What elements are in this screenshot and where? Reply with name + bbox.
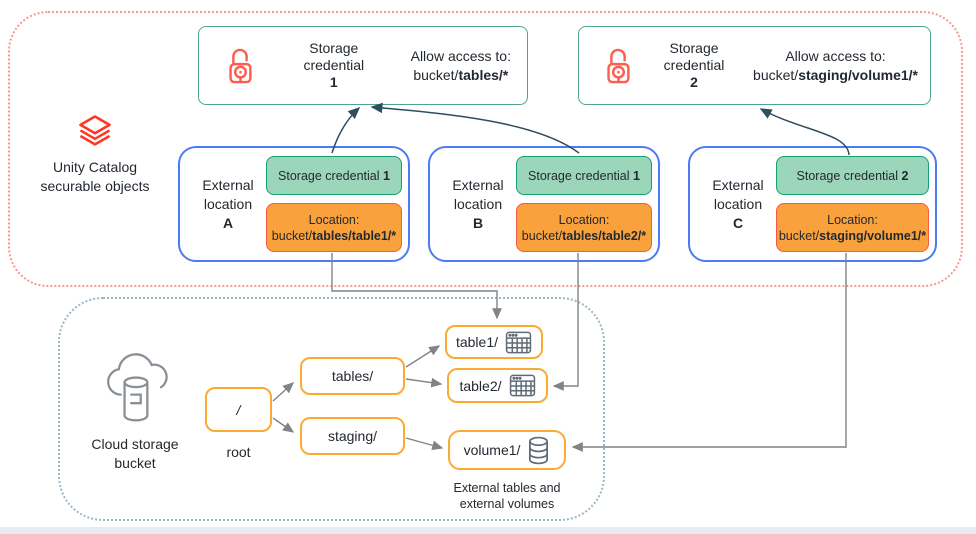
root-caption: root bbox=[226, 444, 251, 460]
credential-2-title-line2: credential bbox=[663, 57, 725, 73]
location-a-credential-pill: Storage credential 1 bbox=[266, 156, 402, 195]
database-icon bbox=[527, 436, 550, 465]
volume1-text: volume1/ bbox=[463, 442, 521, 458]
credential-1-allow-label: Allow access to: bbox=[410, 47, 511, 64]
credential-2-title: Storage credential 2 bbox=[664, 40, 725, 91]
storage-credential-2-box: Storage credential 2 Allow access to: bu… bbox=[578, 26, 931, 105]
external-location-c-box: External location C Storage credential 2… bbox=[688, 146, 937, 262]
root-folder-box: / bbox=[205, 387, 272, 432]
credential-1-number: 1 bbox=[329, 74, 338, 90]
credential-1-title-line2: credential bbox=[303, 57, 365, 73]
volume1-box: volume1/ bbox=[448, 430, 566, 470]
credential-1-title-line1: Storage bbox=[309, 40, 359, 56]
external-location-a-box: External location A Storage credential 1… bbox=[178, 146, 410, 262]
credential-1-path: bucket/tables/* bbox=[413, 66, 509, 83]
credential-2-number: 2 bbox=[690, 74, 698, 90]
table1-box: table1/ bbox=[445, 325, 543, 359]
credential-1-title: Storage credential 1 bbox=[303, 40, 364, 91]
staging-folder-text: staging/ bbox=[327, 428, 378, 444]
table2-box: table2/ bbox=[447, 368, 548, 403]
bucket-label-line2: bucket bbox=[114, 455, 156, 471]
storage-credential-1-box: Storage credential 1 Allow access to: bu… bbox=[198, 26, 528, 105]
external-objects-caption: External tables and external volumes bbox=[427, 480, 587, 512]
credential-2-path: bucket/staging/volume1/* bbox=[753, 66, 918, 83]
location-a-location-pill: Location: bucket/tables/table1/* bbox=[266, 203, 402, 252]
location-c-location-pill: Location: bucket/staging/volume1/* bbox=[776, 203, 929, 252]
external-location-a-label: External location A bbox=[202, 176, 254, 231]
lock-icon bbox=[601, 45, 635, 87]
tables-folder-box: tables/ bbox=[300, 357, 405, 395]
table-icon bbox=[505, 331, 532, 354]
unity-label-line2: securable objects bbox=[40, 178, 150, 194]
location-b-credential-pill: Storage credential 1 bbox=[516, 156, 652, 195]
credential-1-allow: Allow access to: bucket/tables/* bbox=[411, 47, 511, 85]
table-icon bbox=[509, 374, 536, 397]
table1-text: table1/ bbox=[455, 334, 499, 350]
credential-2-allow-label: Allow access to: bbox=[785, 47, 886, 64]
unity-label-line1: Unity Catalog bbox=[52, 159, 138, 175]
external-location-b-label: External location B bbox=[452, 176, 504, 231]
footer-bar bbox=[0, 527, 976, 534]
cloud-storage-bucket-label: Cloud storage bucket bbox=[55, 345, 215, 473]
table2-text: table2/ bbox=[459, 377, 502, 394]
lock-icon bbox=[223, 45, 257, 87]
databricks-stack-icon bbox=[76, 114, 114, 148]
staging-folder-box: staging/ bbox=[300, 417, 405, 455]
caption-line1: External tables and bbox=[453, 481, 561, 495]
root-folder-text: / bbox=[236, 401, 241, 418]
location-b-location-pill: Location: bucket/tables/table2/* bbox=[516, 203, 652, 252]
credential-2-allow: Allow access to: bucket/staging/volume1/… bbox=[753, 47, 918, 85]
cloud-storage-icon bbox=[97, 345, 173, 431]
caption-line2: external volumes bbox=[459, 497, 555, 511]
external-location-c-label: External location C bbox=[712, 176, 764, 231]
credential-2-title-line1: Storage bbox=[669, 40, 719, 56]
location-c-credential-pill: Storage credential 2 bbox=[776, 156, 929, 195]
external-location-b-box: External location B Storage credential 1… bbox=[428, 146, 660, 262]
unity-catalog-label: Unity Catalog securable objects bbox=[15, 114, 175, 196]
bucket-label-line1: Cloud storage bbox=[91, 436, 179, 452]
tables-folder-text: tables/ bbox=[331, 368, 374, 384]
